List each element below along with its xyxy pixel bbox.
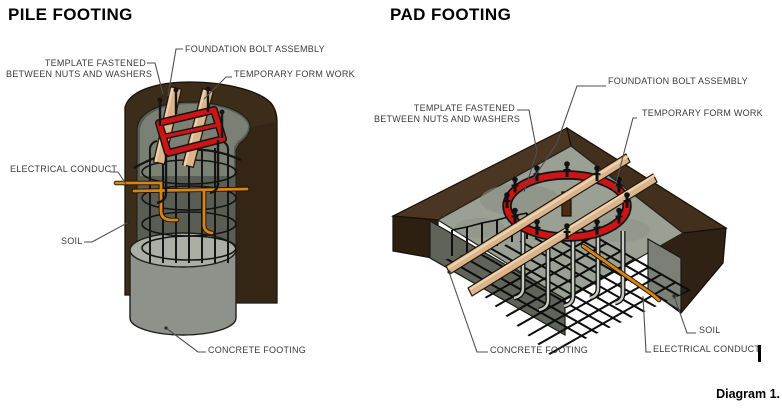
label-pile-form-work: TEMPORARY FORM WORK xyxy=(234,69,355,79)
label-pile-template-line2: BETWEEN NUTS AND WASHERS xyxy=(6,68,153,79)
pad-ring-bolts xyxy=(503,161,631,239)
label-pile-soil: SOIL xyxy=(61,236,83,246)
leader-pad-template xyxy=(517,109,538,193)
pile-footing-title: PILE FOOTING xyxy=(8,5,133,24)
leader-pad-concrete xyxy=(448,271,488,353)
pile-anchor-bolts xyxy=(156,86,225,205)
leader-pad-soil xyxy=(673,295,696,334)
pile-footing-drawing xyxy=(113,81,278,336)
leader-pad-electrical xyxy=(642,295,651,353)
pad-footing-drawing xyxy=(390,126,728,355)
pile-footing-top xyxy=(129,232,237,268)
label-pad-form-work: TEMPORARY FORM WORK xyxy=(642,108,763,118)
leader-pile-form-work xyxy=(203,76,232,100)
pad-anchor-rods xyxy=(513,226,626,313)
leader-pad-form-work xyxy=(613,117,637,192)
pad-conduit xyxy=(580,243,662,303)
pad-footing-title: PAD FOOTING xyxy=(390,5,512,24)
leader-pile-template xyxy=(147,62,164,95)
pad-concrete-mottling xyxy=(455,184,650,242)
label-pile-electrical: ELECTRICAL CONDUCT xyxy=(10,164,118,174)
text-cursor xyxy=(758,345,761,362)
label-pad-soil: SOIL xyxy=(699,325,721,335)
label-pad-template-line1: TEMPLATE FASTENED xyxy=(413,103,515,113)
pile-soil-panel xyxy=(236,122,277,303)
leader-end-dots xyxy=(127,220,676,330)
leader-lines xyxy=(84,48,696,353)
leader-pile-foundation-bolt xyxy=(167,48,183,97)
pile-footing-body xyxy=(129,249,237,336)
pile-template xyxy=(155,106,227,157)
leader-pile-concrete xyxy=(165,327,206,353)
figure-caption: Diagram 1. xyxy=(716,387,780,401)
label-pile-foundation-bolt: FOUNDATION BOLT ASSEMBLY xyxy=(185,44,325,54)
label-pad-electrical: ELECTRICAL CONDUCT xyxy=(653,344,761,354)
leader-pile-soil xyxy=(84,221,130,243)
label-pad-template-line2: BETWEEN NUTS AND WASHERS xyxy=(374,113,521,124)
label-pad-concrete: CONCRETE FOOTING xyxy=(490,345,588,355)
label-pad-foundation-bolt: FOUNDATION BOLT ASSEMBLY xyxy=(608,76,748,86)
label-pile-template-line1: TEMPLATE FASTENED xyxy=(44,58,146,68)
pile-conduit xyxy=(114,181,249,235)
leader-pad-foundation-bolt xyxy=(530,85,606,183)
leader-pile-electrical xyxy=(110,171,127,185)
label-pile-template: TEMPLATE FASTENED BETWEEN NUTS AND WASHE… xyxy=(6,58,153,79)
label-pile-concrete: CONCRETE FOOTING xyxy=(208,345,306,355)
label-pad-template: TEMPLATE FASTENED BETWEEN NUTS AND WASHE… xyxy=(374,103,521,124)
